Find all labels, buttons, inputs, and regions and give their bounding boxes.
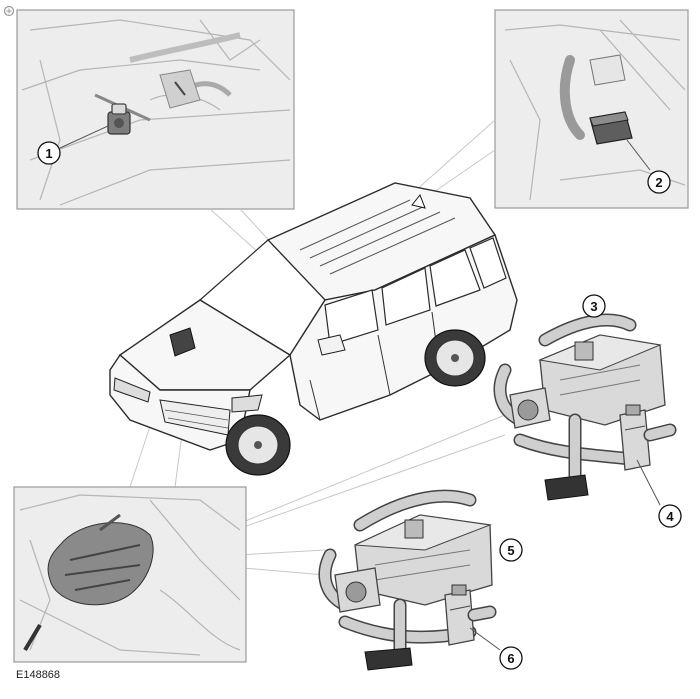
inset-top-left: 1 bbox=[16, 9, 295, 210]
component-4 bbox=[619, 404, 651, 471]
callout-2: 2 bbox=[647, 170, 671, 194]
callout-1-label: 1 bbox=[45, 146, 52, 161]
callout-6-label: 6 bbox=[507, 651, 514, 666]
rear-wheel bbox=[424, 329, 486, 387]
component-1 bbox=[107, 103, 131, 135]
heater-assembly-lower bbox=[318, 489, 497, 671]
callout-3: 3 bbox=[582, 294, 606, 318]
inset-bottom-left bbox=[13, 486, 247, 663]
component-3 bbox=[538, 334, 666, 426]
callout-5: 5 bbox=[499, 538, 523, 562]
figure-reference: E148868 bbox=[16, 669, 60, 681]
callout-6: 6 bbox=[499, 646, 523, 670]
component-5 bbox=[354, 514, 493, 606]
vehicle-illustration bbox=[109, 182, 518, 476]
callout-4-label: 4 bbox=[666, 509, 674, 524]
callout-1: 1 bbox=[37, 141, 61, 165]
callout-4: 4 bbox=[658, 504, 682, 528]
heater-assembly-upper bbox=[493, 313, 677, 501]
callout-3-label: 3 bbox=[590, 299, 597, 314]
callout-2-label: 2 bbox=[655, 175, 662, 190]
inset-top-right: 2 bbox=[494, 9, 689, 209]
callout-5-label: 5 bbox=[507, 543, 514, 558]
zoom-mark-icon bbox=[3, 5, 15, 17]
component-2 bbox=[589, 111, 633, 145]
component-6 bbox=[444, 584, 475, 646]
front-wheel bbox=[225, 414, 291, 476]
